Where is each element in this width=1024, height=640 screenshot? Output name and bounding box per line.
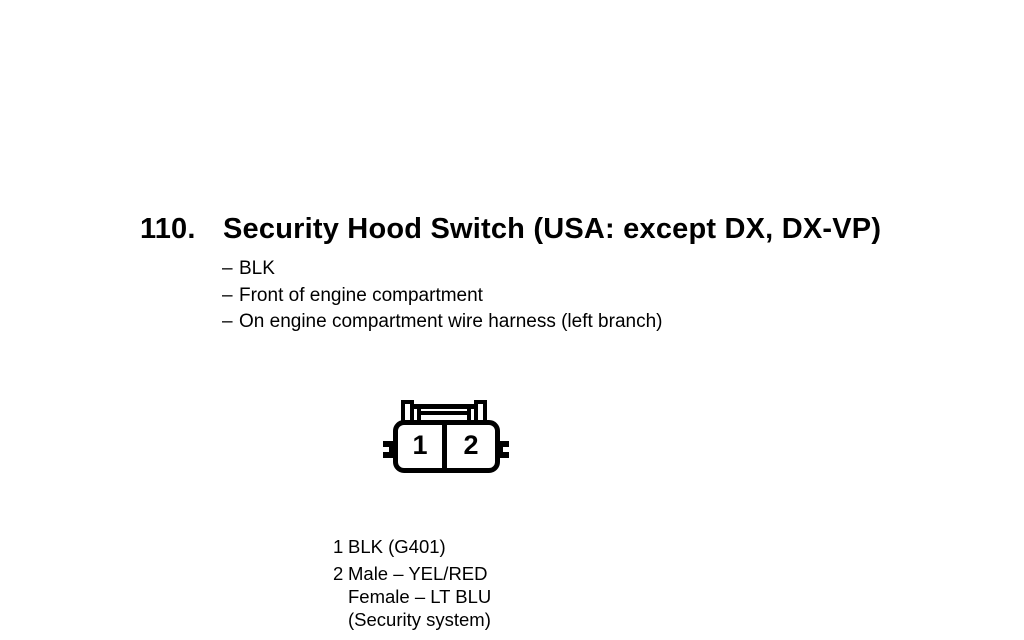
connector-right-tab: [474, 400, 487, 424]
note-dash: –: [222, 284, 233, 306]
connector-left-tab: [401, 400, 414, 424]
connector-cavity-2-label: 2: [463, 430, 479, 460]
legend-line: BLK (G401): [348, 536, 446, 557]
note-line: – BLK: [222, 256, 662, 283]
connector-cavity-1-label: 1: [412, 430, 428, 460]
legend-line: Male – YEL/RED: [348, 563, 488, 584]
pin-legend: 1 BLK (G401) 2 Male – YEL/RED Female – L…: [333, 535, 491, 631]
connector-lock-tab-ridge: [421, 411, 467, 415]
note-text: On engine compartment wire harness (left…: [239, 311, 663, 333]
figure-number: 110.: [140, 213, 196, 245]
note-dash: –: [222, 258, 233, 279]
legend-pin-description: BLK (G401): [348, 535, 446, 558]
note-dash: –: [222, 311, 233, 333]
figure-notes: – BLK – Front of engine compartment – On…: [222, 256, 662, 336]
legend-line: Female – LT BLU: [348, 586, 492, 607]
connector-lock-tab-cap: [414, 404, 474, 409]
connector-diagram: 1 2: [383, 399, 509, 475]
connector-left-notch: [383, 441, 393, 458]
legend-pin-description: Male – YEL/RED Female – LT BLU (Security…: [348, 562, 491, 631]
legend-row-pin-2: 2 Male – YEL/RED Female – LT BLU (Securi…: [333, 562, 491, 631]
note-text: Front of engine compartment: [239, 284, 483, 306]
figure-title: Security Hood Switch (USA: except DX, DX…: [223, 213, 882, 245]
connector-right-notch: [499, 441, 509, 458]
note-line: – On engine compartment wire harness (le…: [222, 309, 662, 336]
legend-pin-number: 1: [333, 536, 344, 557]
legend-row-pin-1: 1 BLK (G401): [333, 535, 491, 558]
figure-heading: 110. Security Hood Switch (USA: except D…: [140, 213, 881, 245]
connector-right-notch-slot: [503, 447, 509, 452]
legend-line: (Security system): [348, 609, 491, 630]
note-line: – Front of engine compartment: [222, 283, 662, 310]
connector-left-notch-slot: [383, 447, 389, 452]
note-text: BLK: [239, 258, 275, 279]
connector-cavity-divider: [442, 422, 447, 471]
legend-pin-number: 2: [333, 563, 344, 584]
